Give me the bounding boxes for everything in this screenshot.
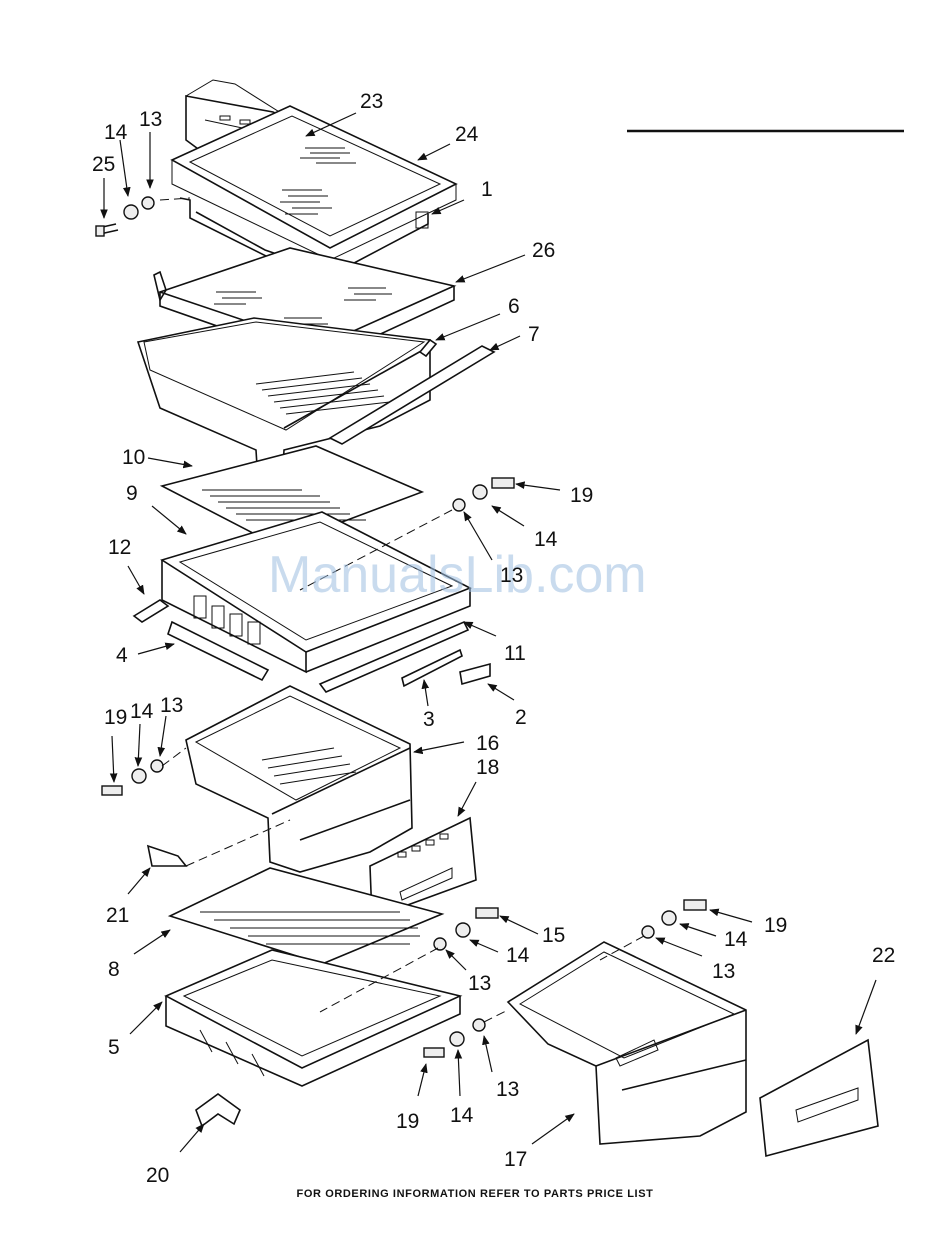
part-label-16: 16 bbox=[476, 732, 499, 755]
part-label-17: 17 bbox=[504, 1148, 527, 1171]
clip-drawing bbox=[148, 846, 186, 866]
part-label-13: 13 bbox=[712, 960, 735, 983]
pantry-drawer-drawing bbox=[186, 686, 412, 872]
part-label-10: 10 bbox=[122, 446, 145, 469]
part-label-14: 14 bbox=[130, 700, 154, 723]
part-label-13: 13 bbox=[500, 564, 523, 587]
part-label-19: 19 bbox=[396, 1110, 419, 1133]
part-label-20: 20 bbox=[146, 1164, 169, 1187]
part-label-19: 19 bbox=[104, 706, 127, 729]
part-label-23: 23 bbox=[360, 90, 383, 113]
part-label-19: 19 bbox=[570, 484, 593, 507]
part-label-12: 12 bbox=[108, 536, 131, 559]
lower-drawer-drawing bbox=[508, 942, 746, 1144]
part-label-7: 7 bbox=[528, 323, 540, 346]
part-label-14: 14 bbox=[534, 528, 558, 551]
part-label-6: 6 bbox=[508, 295, 520, 318]
lower-drawer-front-drawing bbox=[760, 1040, 878, 1156]
part-label-19: 19 bbox=[764, 914, 787, 937]
part-label-11: 11 bbox=[504, 642, 526, 665]
footer-note: FOR ORDERING INFORMATION REFER TO PARTS … bbox=[0, 1188, 950, 1200]
part-label-3: 3 bbox=[423, 708, 435, 731]
part-label-15: 15 bbox=[542, 924, 565, 947]
part-label-14: 14 bbox=[506, 944, 530, 967]
part-label-14: 14 bbox=[104, 121, 128, 144]
part-label-25: 25 bbox=[92, 153, 115, 176]
part-labels: 23 24 1 26 6 7 14 13 25 10 9 12 4 11 3 2… bbox=[92, 90, 895, 1187]
part-label-13: 13 bbox=[468, 972, 491, 995]
part-label-9: 9 bbox=[126, 482, 138, 505]
part-label-1: 1 bbox=[481, 178, 493, 201]
part-label-13: 13 bbox=[496, 1078, 519, 1101]
part-label-2: 2 bbox=[515, 706, 527, 729]
watermark: ManualsLib.com bbox=[268, 546, 647, 604]
part-label-22: 22 bbox=[872, 944, 895, 967]
lower-frame-drawing bbox=[166, 950, 460, 1086]
part-label-14: 14 bbox=[450, 1104, 474, 1127]
part-label-8: 8 bbox=[108, 958, 120, 981]
part-label-4: 4 bbox=[116, 644, 128, 667]
part-label-18: 18 bbox=[476, 756, 499, 779]
lower-clip-drawing bbox=[196, 1094, 240, 1126]
part-label-13: 13 bbox=[139, 108, 162, 131]
part-label-5: 5 bbox=[108, 1036, 120, 1059]
part-label-14: 14 bbox=[724, 928, 748, 951]
part-label-24: 24 bbox=[455, 123, 479, 146]
part-label-26: 26 bbox=[532, 239, 555, 262]
part-label-13: 13 bbox=[160, 694, 183, 717]
part-label-21: 21 bbox=[106, 904, 129, 927]
